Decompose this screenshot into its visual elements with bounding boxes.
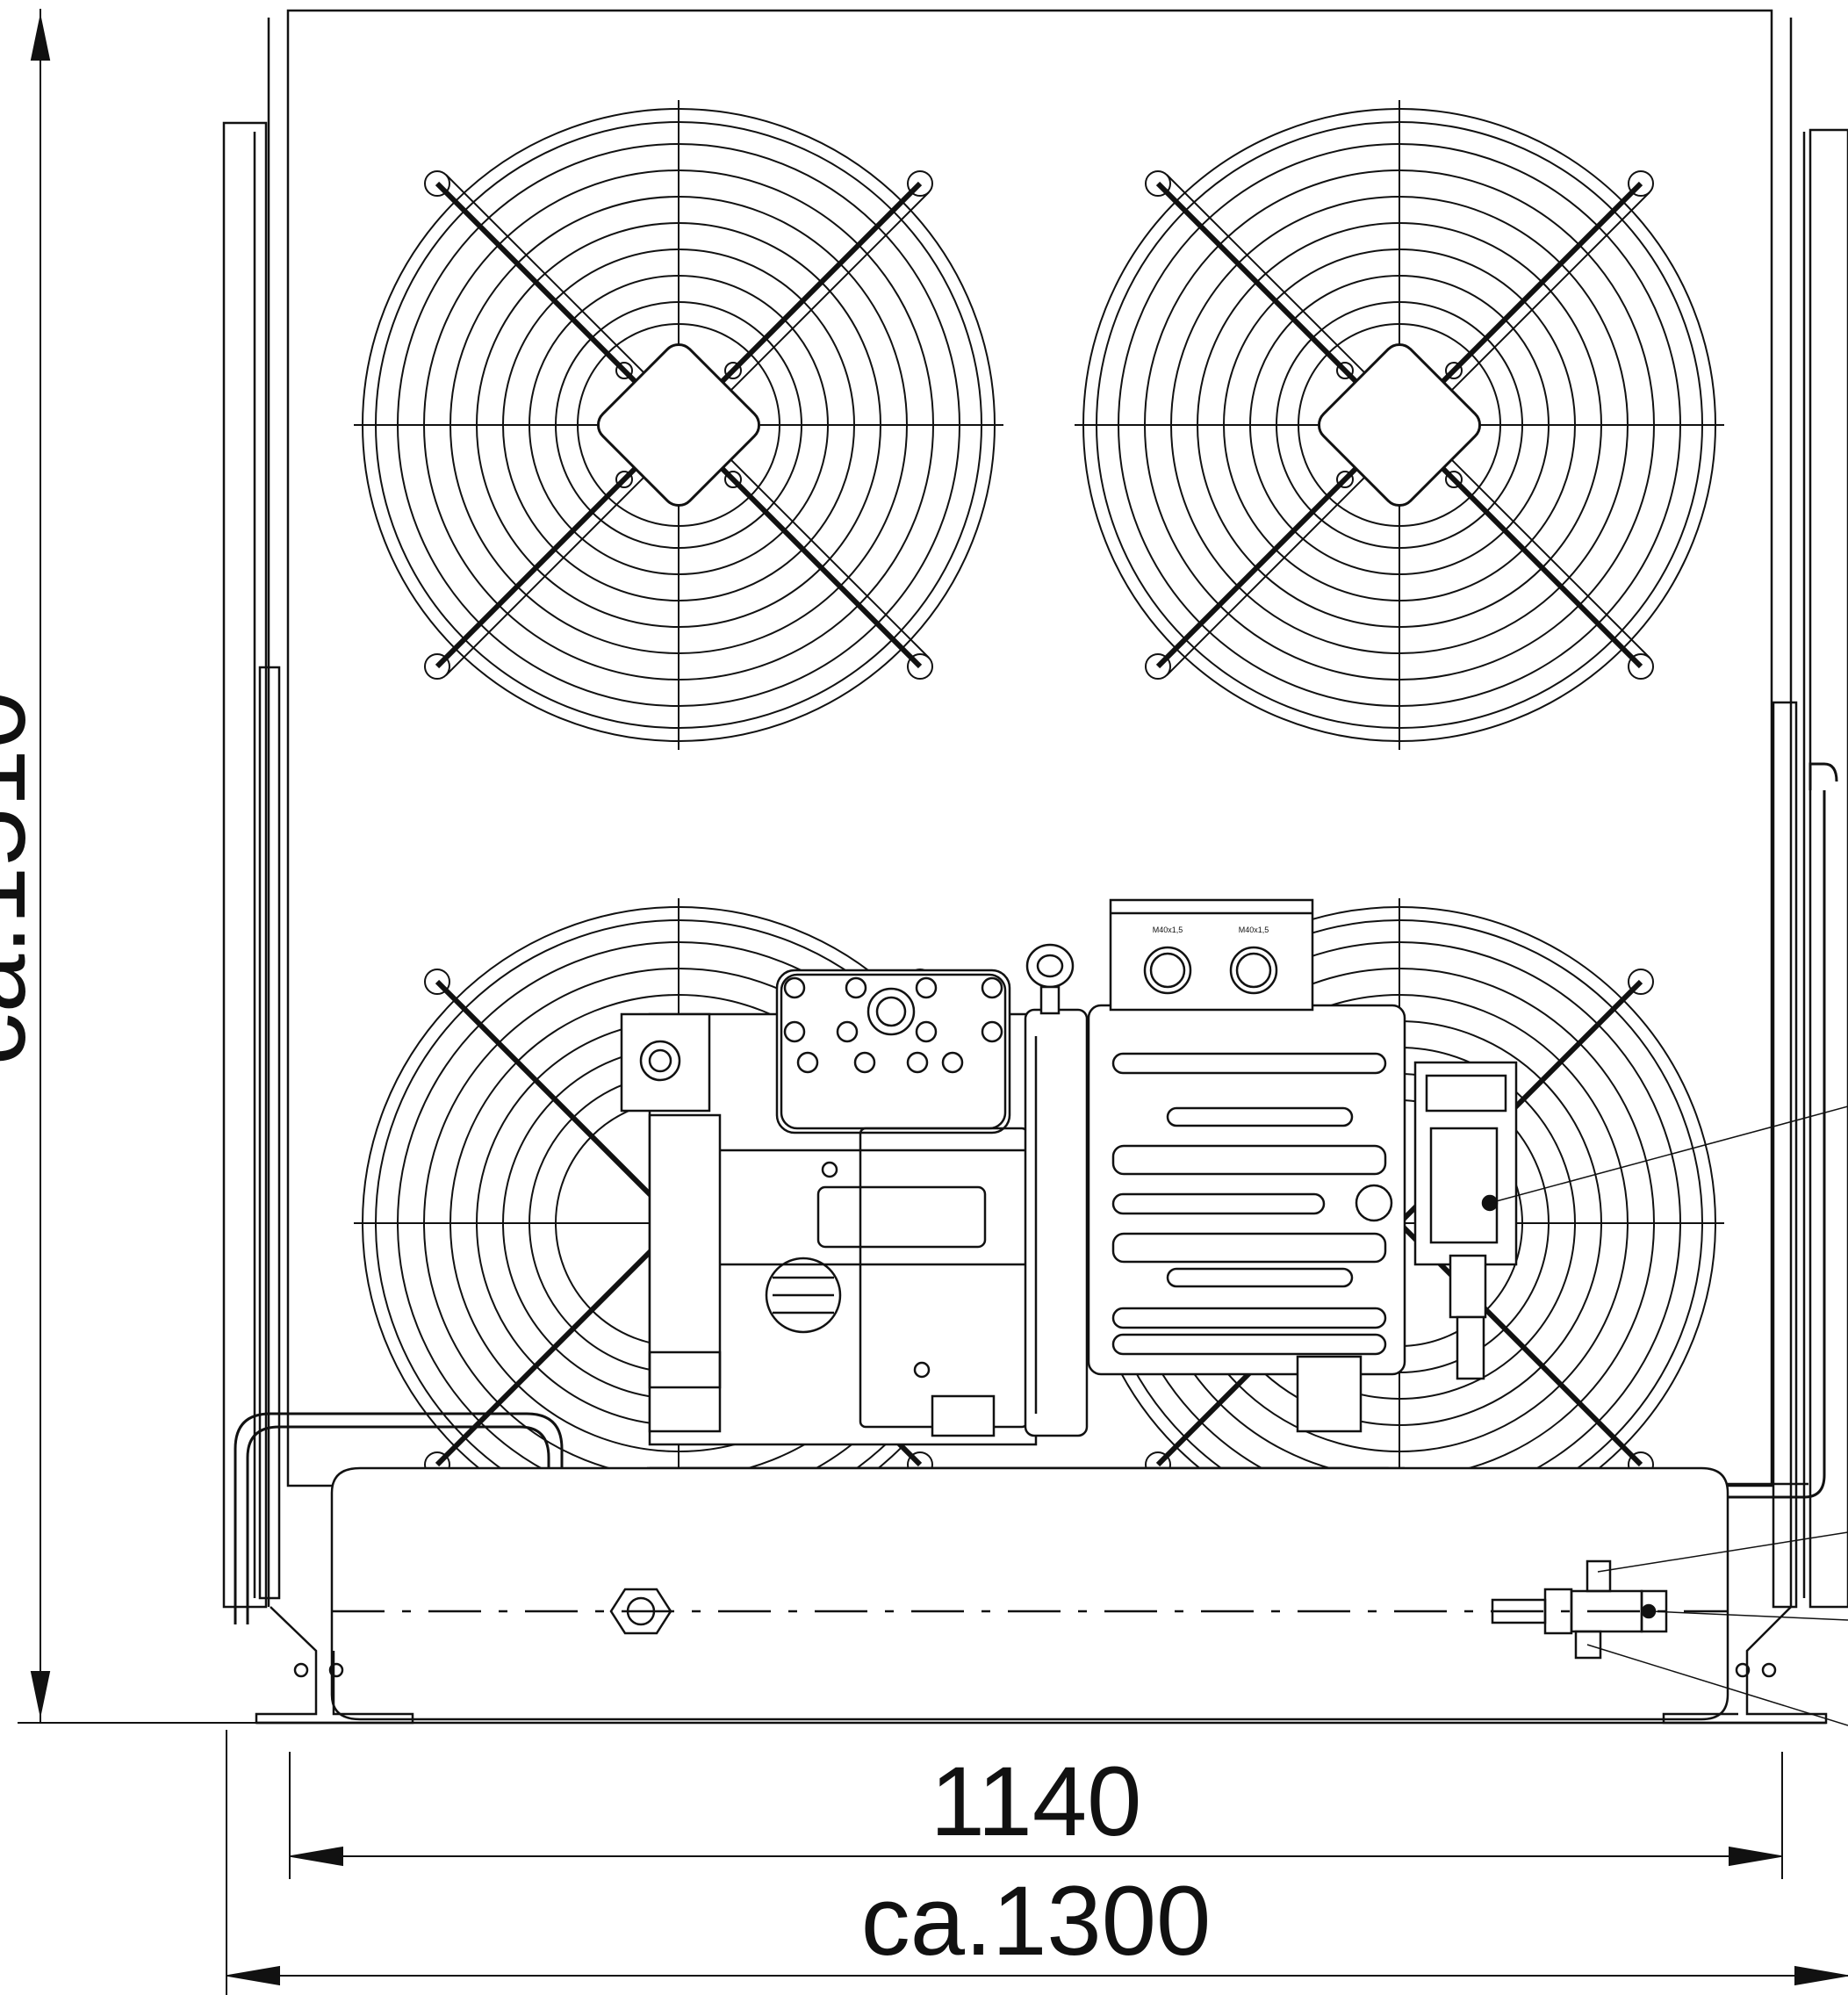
compressor (620, 898, 1518, 1446)
width-dimensions (226, 1730, 1848, 1995)
terminal-label-2: M40x1,5 (1239, 925, 1269, 934)
fan-top-right (1075, 100, 1724, 750)
leader-lines (1489, 1106, 1848, 1726)
fan-top-left (354, 100, 1003, 750)
inner-width-label: 1140 (931, 1747, 1142, 1856)
height-dimension (18, 9, 290, 1724)
overall-width-label: ca.1300 (861, 1866, 1212, 1976)
height-dimension-label: ca.1510 (0, 690, 47, 1065)
liquid-receiver (330, 1466, 1729, 1721)
terminal-label-1: M40x1,5 (1153, 925, 1183, 934)
pipework (234, 762, 1838, 1624)
condenser-frame (222, 9, 1848, 1609)
